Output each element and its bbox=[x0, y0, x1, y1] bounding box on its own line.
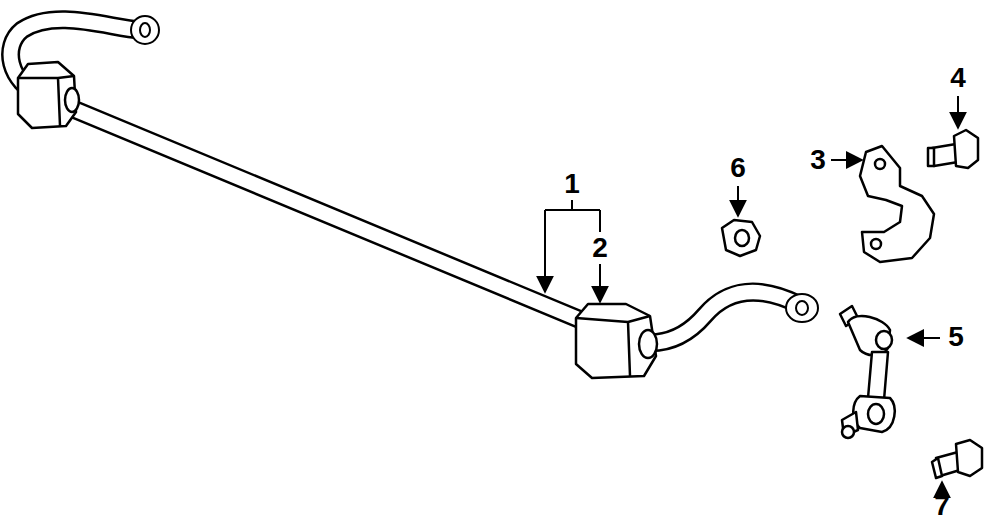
callout-number: 5 bbox=[948, 323, 964, 351]
callout-number: 1 bbox=[564, 170, 580, 198]
callout-number: 2 bbox=[592, 234, 608, 262]
callout-number: 7 bbox=[934, 492, 950, 520]
callout-number: 6 bbox=[730, 154, 746, 182]
callout-number: 3 bbox=[810, 146, 826, 174]
callout-number: 4 bbox=[950, 64, 966, 92]
